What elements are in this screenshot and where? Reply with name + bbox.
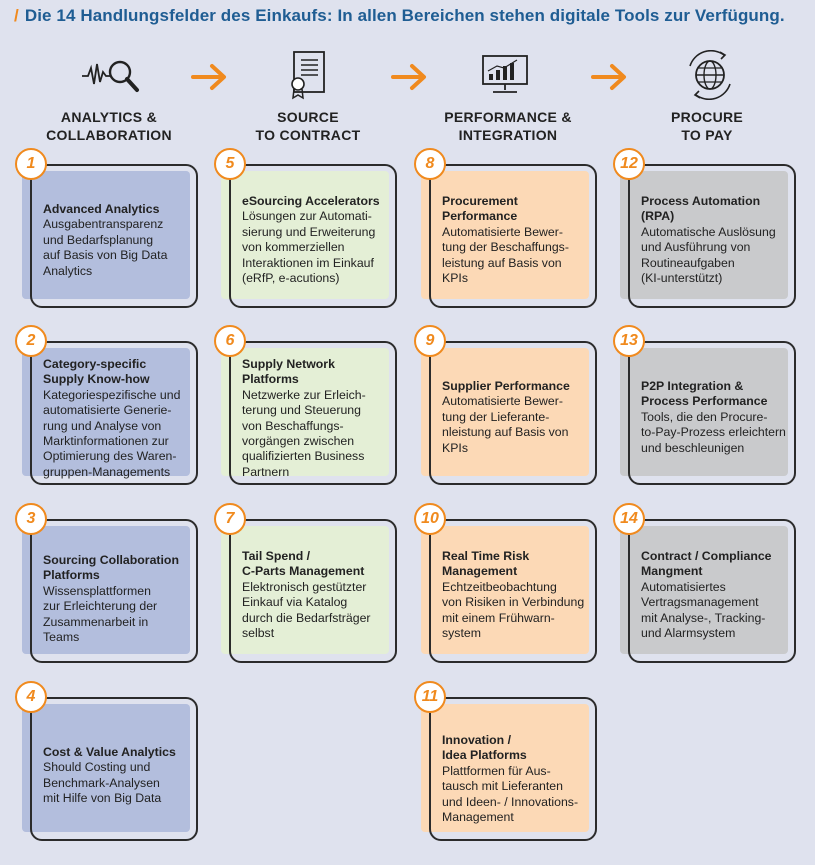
- card-description: Netzwerke zur Erleich- terung und Steuer…: [242, 387, 366, 479]
- card-description: Should Costing und Benchmark-Analysen mi…: [43, 760, 162, 806]
- column-header-source-to-contract: SOURCE TO CONTRACT: [255, 109, 361, 143]
- contract-certificate-icon: [291, 51, 325, 100]
- card-number-badge: 6: [214, 325, 246, 357]
- card-description: Automatisiertes Vertragsmanagement mit A…: [641, 579, 766, 641]
- card-number-badge: 11: [414, 681, 446, 713]
- card-frame: [628, 519, 796, 663]
- card-frame: [30, 341, 198, 485]
- card-description: Plattformen für Aus- tausch mit Lieferan…: [442, 763, 579, 825]
- flow-arrow-icon: [591, 64, 626, 90]
- card-frame: [229, 164, 397, 308]
- column-header-procure-to-pay: PROCURE TO PAY: [670, 109, 744, 143]
- card-background: [421, 171, 589, 299]
- card-frame: [429, 519, 597, 663]
- card-background: [620, 348, 788, 476]
- card-title: Contract / Compliance Mangment: [641, 549, 772, 579]
- card-description: Ausgabentransparenz und Bedarfsplanung a…: [43, 217, 168, 278]
- card-number-badge: 8: [414, 148, 446, 180]
- card-title: Innovation / Idea Platforms: [442, 733, 527, 763]
- card-title: Cost & Value Analytics: [43, 745, 176, 759]
- card-background: [221, 171, 389, 299]
- card-number-badge: 14: [613, 503, 645, 535]
- card-background: [620, 171, 788, 299]
- column-header-performance: PERFORMANCE & INTEGRATION: [444, 109, 572, 143]
- card-background: [22, 348, 190, 476]
- column-header-analytics: ANALYTICS & COLLABORATION: [46, 109, 172, 143]
- card-frame: [628, 341, 796, 485]
- card-text: Process Automation (RPA)Automatische Aus…: [641, 194, 796, 286]
- card-number-badge: 12: [613, 148, 645, 180]
- flow-arrow-icon: [391, 64, 426, 90]
- card-description: Automatisierte Bewer- tung der Beschaffu…: [442, 224, 569, 286]
- card-number-badge: 7: [214, 503, 246, 535]
- card-background: [22, 171, 190, 299]
- card-title: eSourcing Accelerators: [242, 194, 380, 208]
- globe-cycle-icon: [689, 50, 731, 100]
- card-frame: [229, 341, 397, 485]
- card-description: Automatisierte Bewer- tung der Lieferant…: [442, 394, 569, 455]
- card-title: Process Automation (RPA): [641, 194, 761, 224]
- card-title: Category-specific Supply Know-how: [43, 357, 150, 387]
- card-number-badge: 3: [15, 503, 47, 535]
- card-number-badge: 2: [15, 325, 47, 357]
- card-frame: [30, 519, 198, 663]
- card-title: P2P Integration & Process Performance: [641, 379, 768, 409]
- title-text: Die 14 Handlungsfelder des Einkaufs: In …: [24, 6, 785, 25]
- card-background: [22, 704, 190, 832]
- card-frame: [30, 697, 198, 841]
- card-number-badge: 5: [214, 148, 246, 180]
- card-background: [421, 348, 589, 476]
- card-background: [620, 526, 788, 654]
- card-title: Advanced Analytics: [43, 202, 160, 216]
- card-background: [421, 704, 589, 832]
- card-number-badge: 9: [414, 325, 446, 357]
- card-frame: [229, 519, 397, 663]
- card-frame: [429, 697, 597, 841]
- card-description: Wissensplattformen zur Erleichterung der…: [43, 583, 158, 645]
- flow-arrow-icon: [191, 64, 226, 90]
- card-title: Tail Spend / C-Parts Management: [242, 549, 365, 579]
- performance-chart-icon: [482, 55, 528, 93]
- card-background: [421, 526, 589, 654]
- card-title: Supplier Performance: [442, 379, 570, 393]
- card-number-badge: 4: [15, 681, 47, 713]
- card-frame: [30, 164, 198, 308]
- card-background: [221, 348, 389, 476]
- card-description: Kategoriespezifische und automatisierte …: [43, 387, 181, 479]
- analytics-magnifier-icon: [82, 60, 139, 92]
- card-background: [221, 526, 389, 654]
- card-frame: [429, 341, 597, 485]
- card-number-badge: 13: [613, 325, 645, 357]
- card-description: Lösungen zur Automati- sierung und Erwei…: [242, 209, 376, 286]
- card-background: [22, 526, 190, 654]
- card-title: Real Time Risk Management: [442, 549, 530, 579]
- card-description: Tools, die den Procure- to-Pay-Prozess e…: [641, 409, 786, 455]
- card-frame: [429, 164, 597, 308]
- card-title: Procurement Performance: [442, 194, 518, 224]
- title-slash: /: [14, 6, 19, 25]
- card-frame: [628, 164, 796, 308]
- card-description: Automatische Auslösung und Ausführung vo…: [641, 224, 776, 286]
- card-title: Sourcing Collaboration Platforms: [43, 553, 179, 583]
- card-number-badge: 1: [15, 148, 47, 180]
- card-description: Elektronisch gestützter Einkauf via Kata…: [242, 579, 371, 641]
- card-number-badge: 10: [414, 503, 446, 535]
- card-title: Supply Network Platforms: [242, 357, 335, 387]
- page-title: / Die 14 Handlungsfelder des Einkaufs: In…: [14, 6, 785, 26]
- card-description: Echtzeitbeobachtung von Risiken in Verbi…: [442, 579, 585, 641]
